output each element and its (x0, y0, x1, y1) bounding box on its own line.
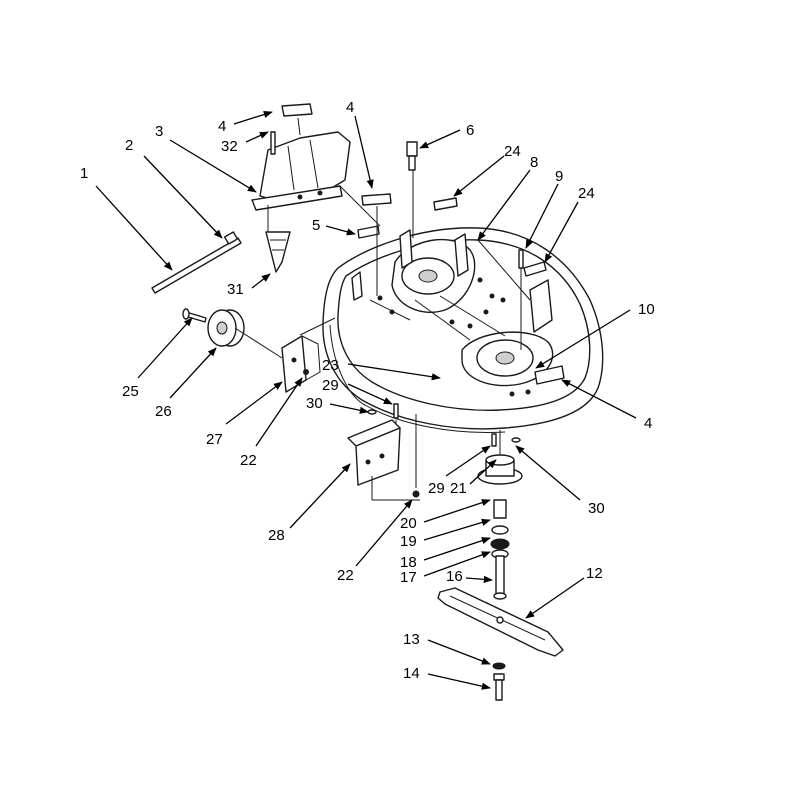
blade-bolt (493, 673, 505, 701)
spindle-bearing (491, 525, 509, 535)
callout-14: 14 (403, 665, 420, 682)
wheel-bracket (281, 335, 321, 393)
hinge-rod (151, 237, 242, 294)
callout-26: 26 (155, 403, 172, 420)
callout-28: 28 (268, 527, 285, 544)
nut-22-upper (303, 369, 309, 375)
blade-washer (492, 662, 506, 670)
bolt-6 (406, 141, 418, 171)
callout-12: 12 (586, 565, 603, 582)
callout-24a: 24 (504, 143, 521, 160)
washer-30-lower (511, 437, 521, 443)
callout-13: 13 (403, 631, 420, 648)
callout-1: 1 (80, 165, 88, 182)
screw-29-upper (393, 403, 399, 419)
callout-2: 2 (125, 137, 133, 154)
callout-18: 18 (400, 554, 417, 571)
callout-9: 9 (555, 168, 563, 185)
bolt-9 (518, 249, 524, 269)
callout-20: 20 (400, 515, 417, 532)
decals (281, 103, 565, 385)
deck-bracket (347, 419, 401, 486)
callout-25: 25 (122, 383, 139, 400)
callout-27: 27 (206, 431, 223, 448)
cutting-blade (437, 587, 564, 657)
chute-spring (265, 231, 291, 273)
callout-32: 32 (221, 138, 238, 155)
screw-29-lower (491, 433, 497, 447)
callout-22b: 22 (337, 567, 354, 584)
leader-lines (95, 110, 637, 690)
callout-31: 31 (227, 281, 244, 298)
spindle-washer (490, 538, 510, 550)
callout-4a: 4 (218, 118, 226, 135)
cotter-pin (223, 231, 239, 245)
callout-10: 10 (638, 301, 655, 318)
callout-6: 6 (466, 122, 474, 139)
callout-numbers: 1 2 3 4 32 4 6 24 8 9 24 5 31 10 25 26 2… (80, 99, 655, 682)
screw-32 (270, 131, 276, 155)
callout-16: 16 (446, 568, 463, 585)
callout-24b: 24 (578, 185, 595, 202)
callout-4c: 4 (644, 415, 652, 432)
spindle-spacer (493, 499, 507, 519)
callout-21: 21 (450, 480, 467, 497)
spindle-shaft (493, 555, 507, 600)
nut-22-lower (412, 490, 420, 498)
callout-8: 8 (530, 154, 538, 171)
gauge-wheel (207, 309, 245, 347)
callout-17: 17 (400, 569, 417, 586)
callout-30a: 30 (306, 395, 323, 412)
wheel-bolt (182, 308, 207, 323)
callout-29b: 29 (428, 480, 445, 497)
callout-19: 19 (400, 533, 417, 550)
callout-30b: 30 (588, 500, 605, 517)
assembly-lines (234, 117, 522, 501)
callout-22a: 22 (240, 452, 257, 469)
discharge-chute (251, 131, 351, 240)
callout-29a: 29 (322, 377, 339, 394)
mower-deck-housing (322, 227, 604, 433)
callout-5: 5 (312, 217, 320, 234)
washer-30-upper (367, 409, 377, 415)
callout-23: 23 (322, 357, 339, 374)
callout-4b: 4 (346, 99, 354, 116)
spindle-housing (477, 454, 523, 485)
callout-3: 3 (155, 123, 163, 140)
